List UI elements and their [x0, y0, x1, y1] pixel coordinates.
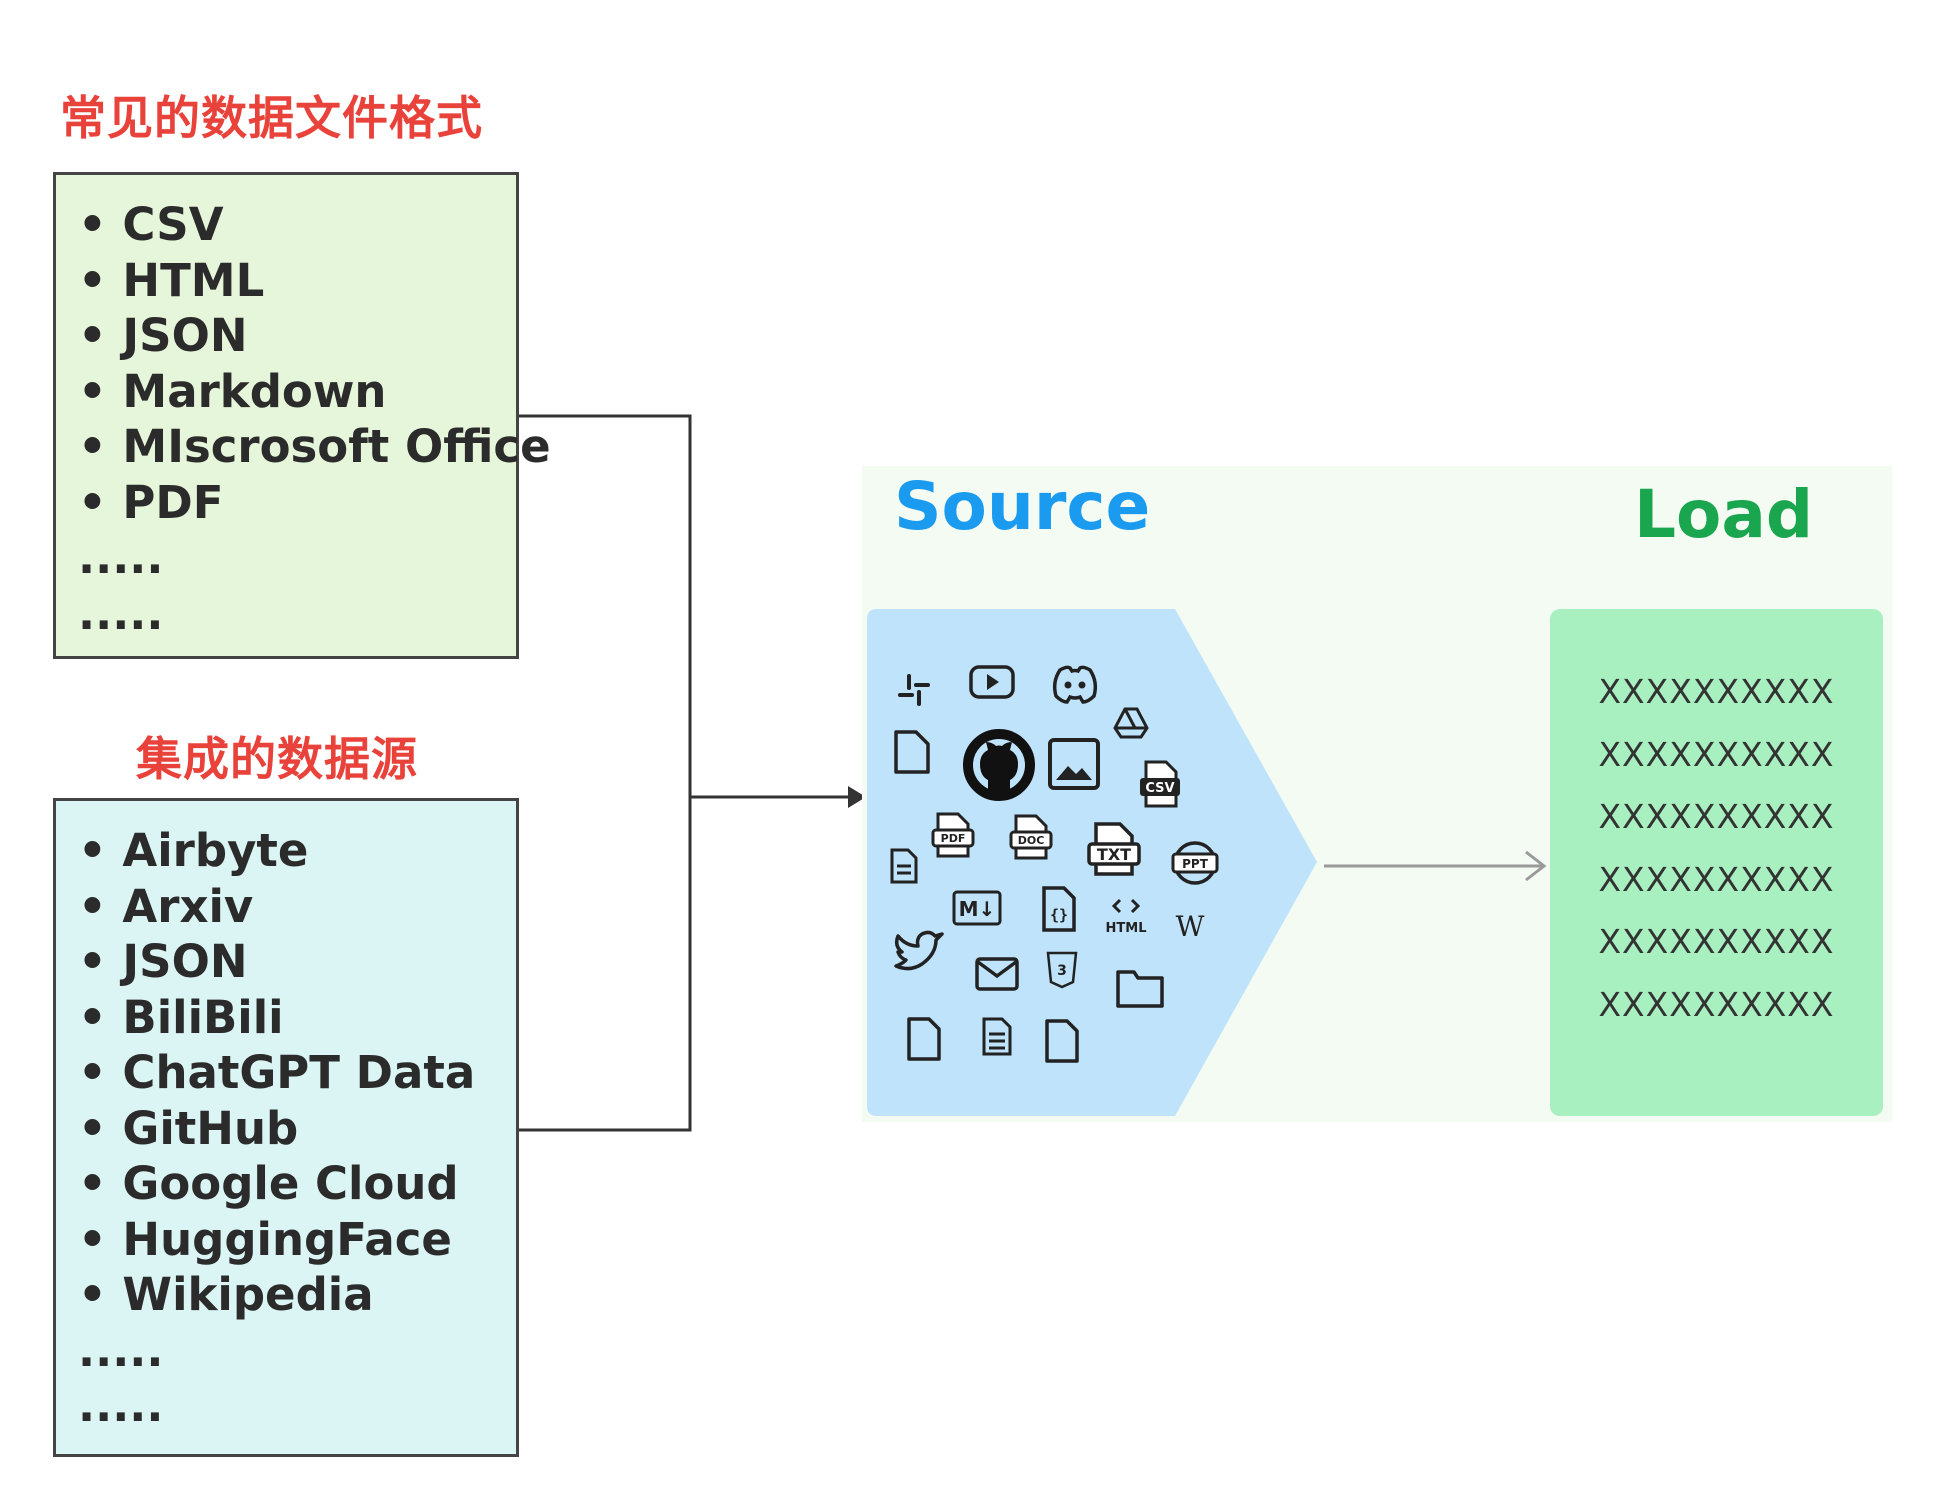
list-item: ..... — [78, 531, 164, 584]
svg-text:TXT: TXT — [1097, 845, 1131, 864]
image-icon — [1046, 736, 1102, 792]
file-icon — [904, 1016, 944, 1062]
text-file-icon — [888, 846, 920, 886]
list-item: • MIscrosoft Office — [78, 420, 551, 473]
ppt-file-icon: PPT — [1170, 838, 1220, 888]
load-row: XXXXXXXXXX — [1598, 859, 1835, 899]
list-item: • GitHub — [78, 1101, 299, 1155]
svg-text:{}: {} — [1050, 906, 1068, 924]
list-item: • Google Cloud — [78, 1157, 459, 1210]
list-item: • Arxiv — [78, 879, 254, 933]
load-box: XXXXXXXXXX XXXXXXXXXX XXXXXXXXXX XXXXXXX… — [1550, 609, 1883, 1116]
load-row: XXXXXXXXXX — [1598, 984, 1835, 1024]
load-row: XXXXXXXXXX — [1598, 734, 1835, 774]
svg-text:CSV: CSV — [1145, 781, 1174, 796]
github-icon — [962, 728, 1036, 802]
load-row: XXXXXXXXXX — [1598, 922, 1835, 961]
youtube-icon — [968, 662, 1016, 702]
list-item: • Markdown — [78, 364, 387, 418]
sources-heading: 集成的数据源 — [136, 732, 418, 786]
csv-file-icon: CSV — [1138, 758, 1182, 810]
svg-text:PPT: PPT — [1182, 857, 1209, 871]
formats-heading: 常见的数据文件格式 — [60, 91, 483, 145]
file-icon — [1042, 1018, 1082, 1064]
svg-text:M↓: M↓ — [959, 897, 996, 921]
list-item: • HuggingFace — [78, 1212, 452, 1266]
arrowhead — [848, 786, 866, 808]
load-title: Load — [1634, 476, 1814, 553]
list-item: ..... — [78, 586, 164, 640]
list-item: • Airbyte — [78, 824, 309, 877]
svg-text:W: W — [1176, 910, 1205, 943]
source-title: Source — [894, 468, 1151, 545]
data-sources-box: • Airbyte • Arxiv • JSON • BiliBili • Ch… — [53, 798, 519, 1457]
list-item: • PDF — [78, 475, 224, 529]
list-item: • JSON — [78, 935, 248, 988]
slack-icon — [896, 672, 932, 708]
svg-text:HTML: HTML — [1106, 921, 1147, 936]
connector-formats — [519, 414, 692, 1132]
wikipedia-icon: W — [1170, 906, 1210, 946]
list-item: • JSON — [78, 309, 248, 362]
load-row: XXXXXXXXXX — [1598, 672, 1835, 711]
flow-arrow — [1324, 850, 1547, 882]
folder-icon — [1114, 966, 1166, 1010]
css-icon: 3 — [1044, 950, 1080, 990]
pdf-file-icon: PDF — [930, 810, 976, 860]
list-item: • ChatGPT Data — [78, 1046, 476, 1099]
html-icon: HTML — [1100, 896, 1152, 938]
txt-file-icon: TXT — [1086, 820, 1142, 880]
google-drive-icon — [1112, 706, 1150, 740]
source-load-panel: Source Load XXXXXXXXXX XXXXXXXXXX XXXXXX… — [862, 466, 1892, 1122]
list-item: ..... — [78, 1323, 164, 1377]
markdown-icon: M↓ — [952, 890, 1002, 926]
list-item: • HTML — [78, 253, 265, 307]
json-file-icon: {} — [1038, 884, 1080, 934]
list-item: ..... — [78, 1379, 164, 1432]
email-icon — [974, 956, 1020, 992]
doc-file-icon: DOC — [1008, 812, 1054, 862]
file-formats-box: • CSV • HTML • JSON • Markdown • MIscros… — [53, 172, 551, 659]
load-row: XXXXXXXXXX — [1598, 797, 1835, 836]
svg-text:PDF: PDF — [941, 832, 966, 845]
list-item: • BiliBili — [78, 990, 284, 1044]
list-item: • Wikipedia — [78, 1268, 374, 1321]
twitter-icon — [892, 928, 946, 976]
svg-text:DOC: DOC — [1018, 834, 1045, 847]
file-icon — [892, 728, 932, 776]
svg-text:3: 3 — [1057, 963, 1067, 979]
list-item: • CSV — [78, 198, 224, 251]
discord-icon — [1048, 662, 1102, 706]
text-file-icon — [980, 1016, 1014, 1058]
